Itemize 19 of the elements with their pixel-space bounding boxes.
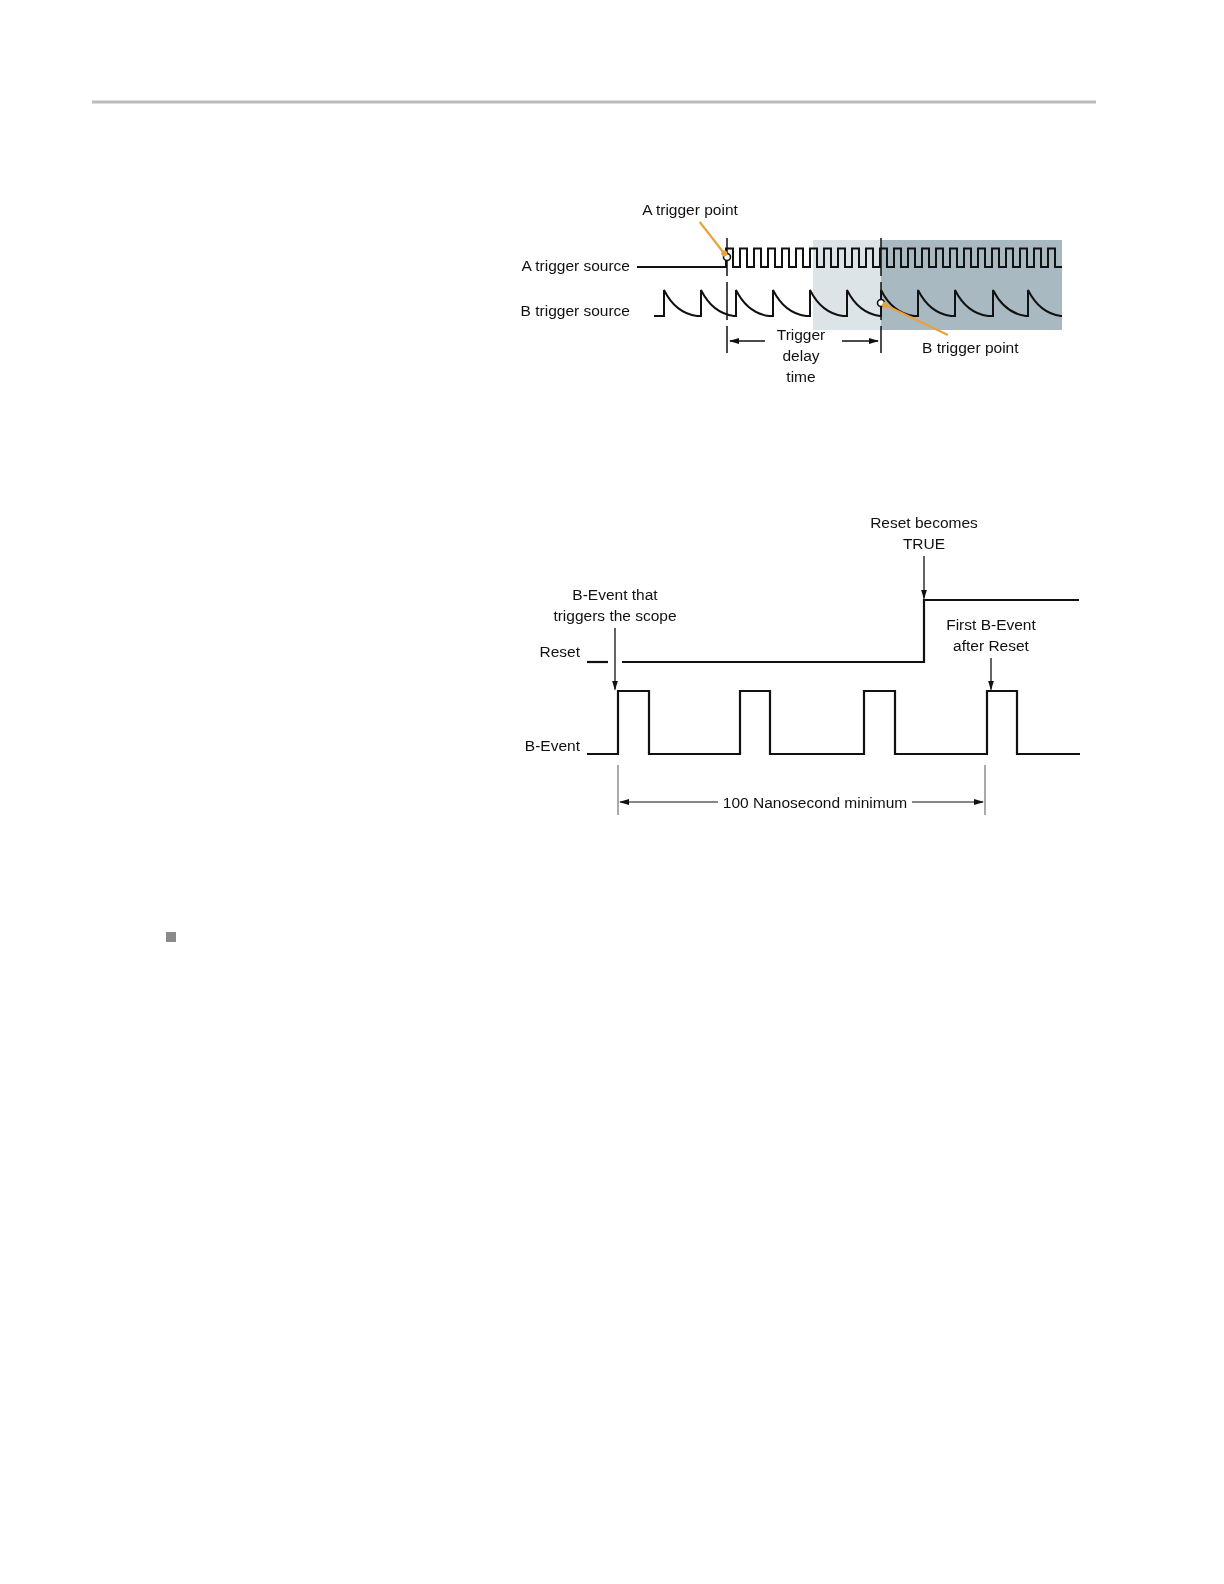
trigger-point-marker [876,298,886,308]
pulse-waveform [587,689,1080,756]
callout-label: Reset becomes TRUE [859,512,989,554]
signal-label: B-Event [523,736,580,756]
callout-label: A trigger point [630,199,750,220]
leader-line [698,221,728,257]
arrow [988,657,994,691]
signal-label: B trigger source [519,301,630,321]
leader-line [882,301,949,336]
callout-label: B trigger point [922,337,1026,358]
callout-label: B-Event that triggers the scope [547,584,683,626]
callout-label: First B-Event after Reset [938,614,1044,656]
arrow [921,555,927,600]
arrow [612,627,618,691]
signal-label: Reset [538,642,580,662]
trigger-point-marker [722,252,732,262]
dimension-label: 100 Nanosecond minimum [721,793,909,813]
signal-label: A trigger source [520,256,630,276]
dimension-label: Trigger delay time [775,325,827,387]
